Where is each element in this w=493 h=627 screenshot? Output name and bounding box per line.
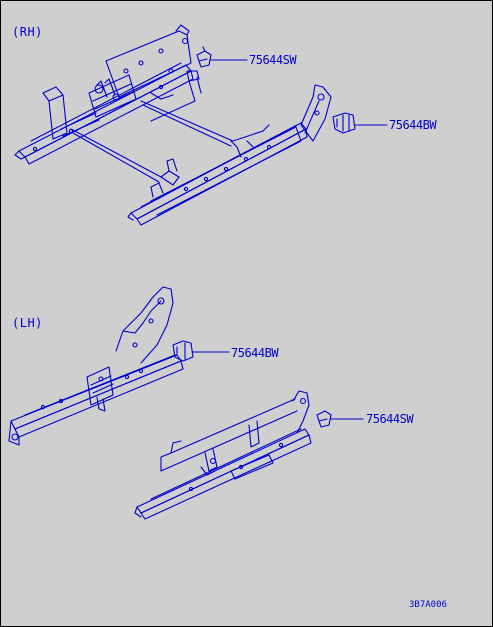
callout-rh-right[interactable]: 75644BW <box>389 118 437 132</box>
callout-rh-top[interactable]: 75644SW <box>249 53 297 67</box>
lh-left-rail <box>9 287 183 445</box>
section-label-lh: (LH) <box>12 316 43 330</box>
rh-clip-part-sw[interactable] <box>197 47 247 67</box>
rh-cover-part-bw[interactable] <box>333 113 387 133</box>
lh-clip-part-sw[interactable] <box>317 411 363 427</box>
lh-seat-rail-assembly <box>9 287 363 519</box>
callout-lh-right[interactable]: 75644SW <box>366 412 414 426</box>
rh-seat-rail-assembly <box>15 25 387 225</box>
callout-lh-top[interactable]: 75644BW <box>231 346 279 360</box>
rh-connecting-rods <box>71 71 269 185</box>
rh-right-rail <box>128 85 331 225</box>
diagram-code: 3B7A006 <box>409 600 447 610</box>
section-label-rh: (RH) <box>12 25 43 39</box>
lh-right-rail <box>135 391 311 519</box>
lh-cover-part-bw[interactable] <box>173 341 229 361</box>
rh-left-rail <box>15 25 193 164</box>
